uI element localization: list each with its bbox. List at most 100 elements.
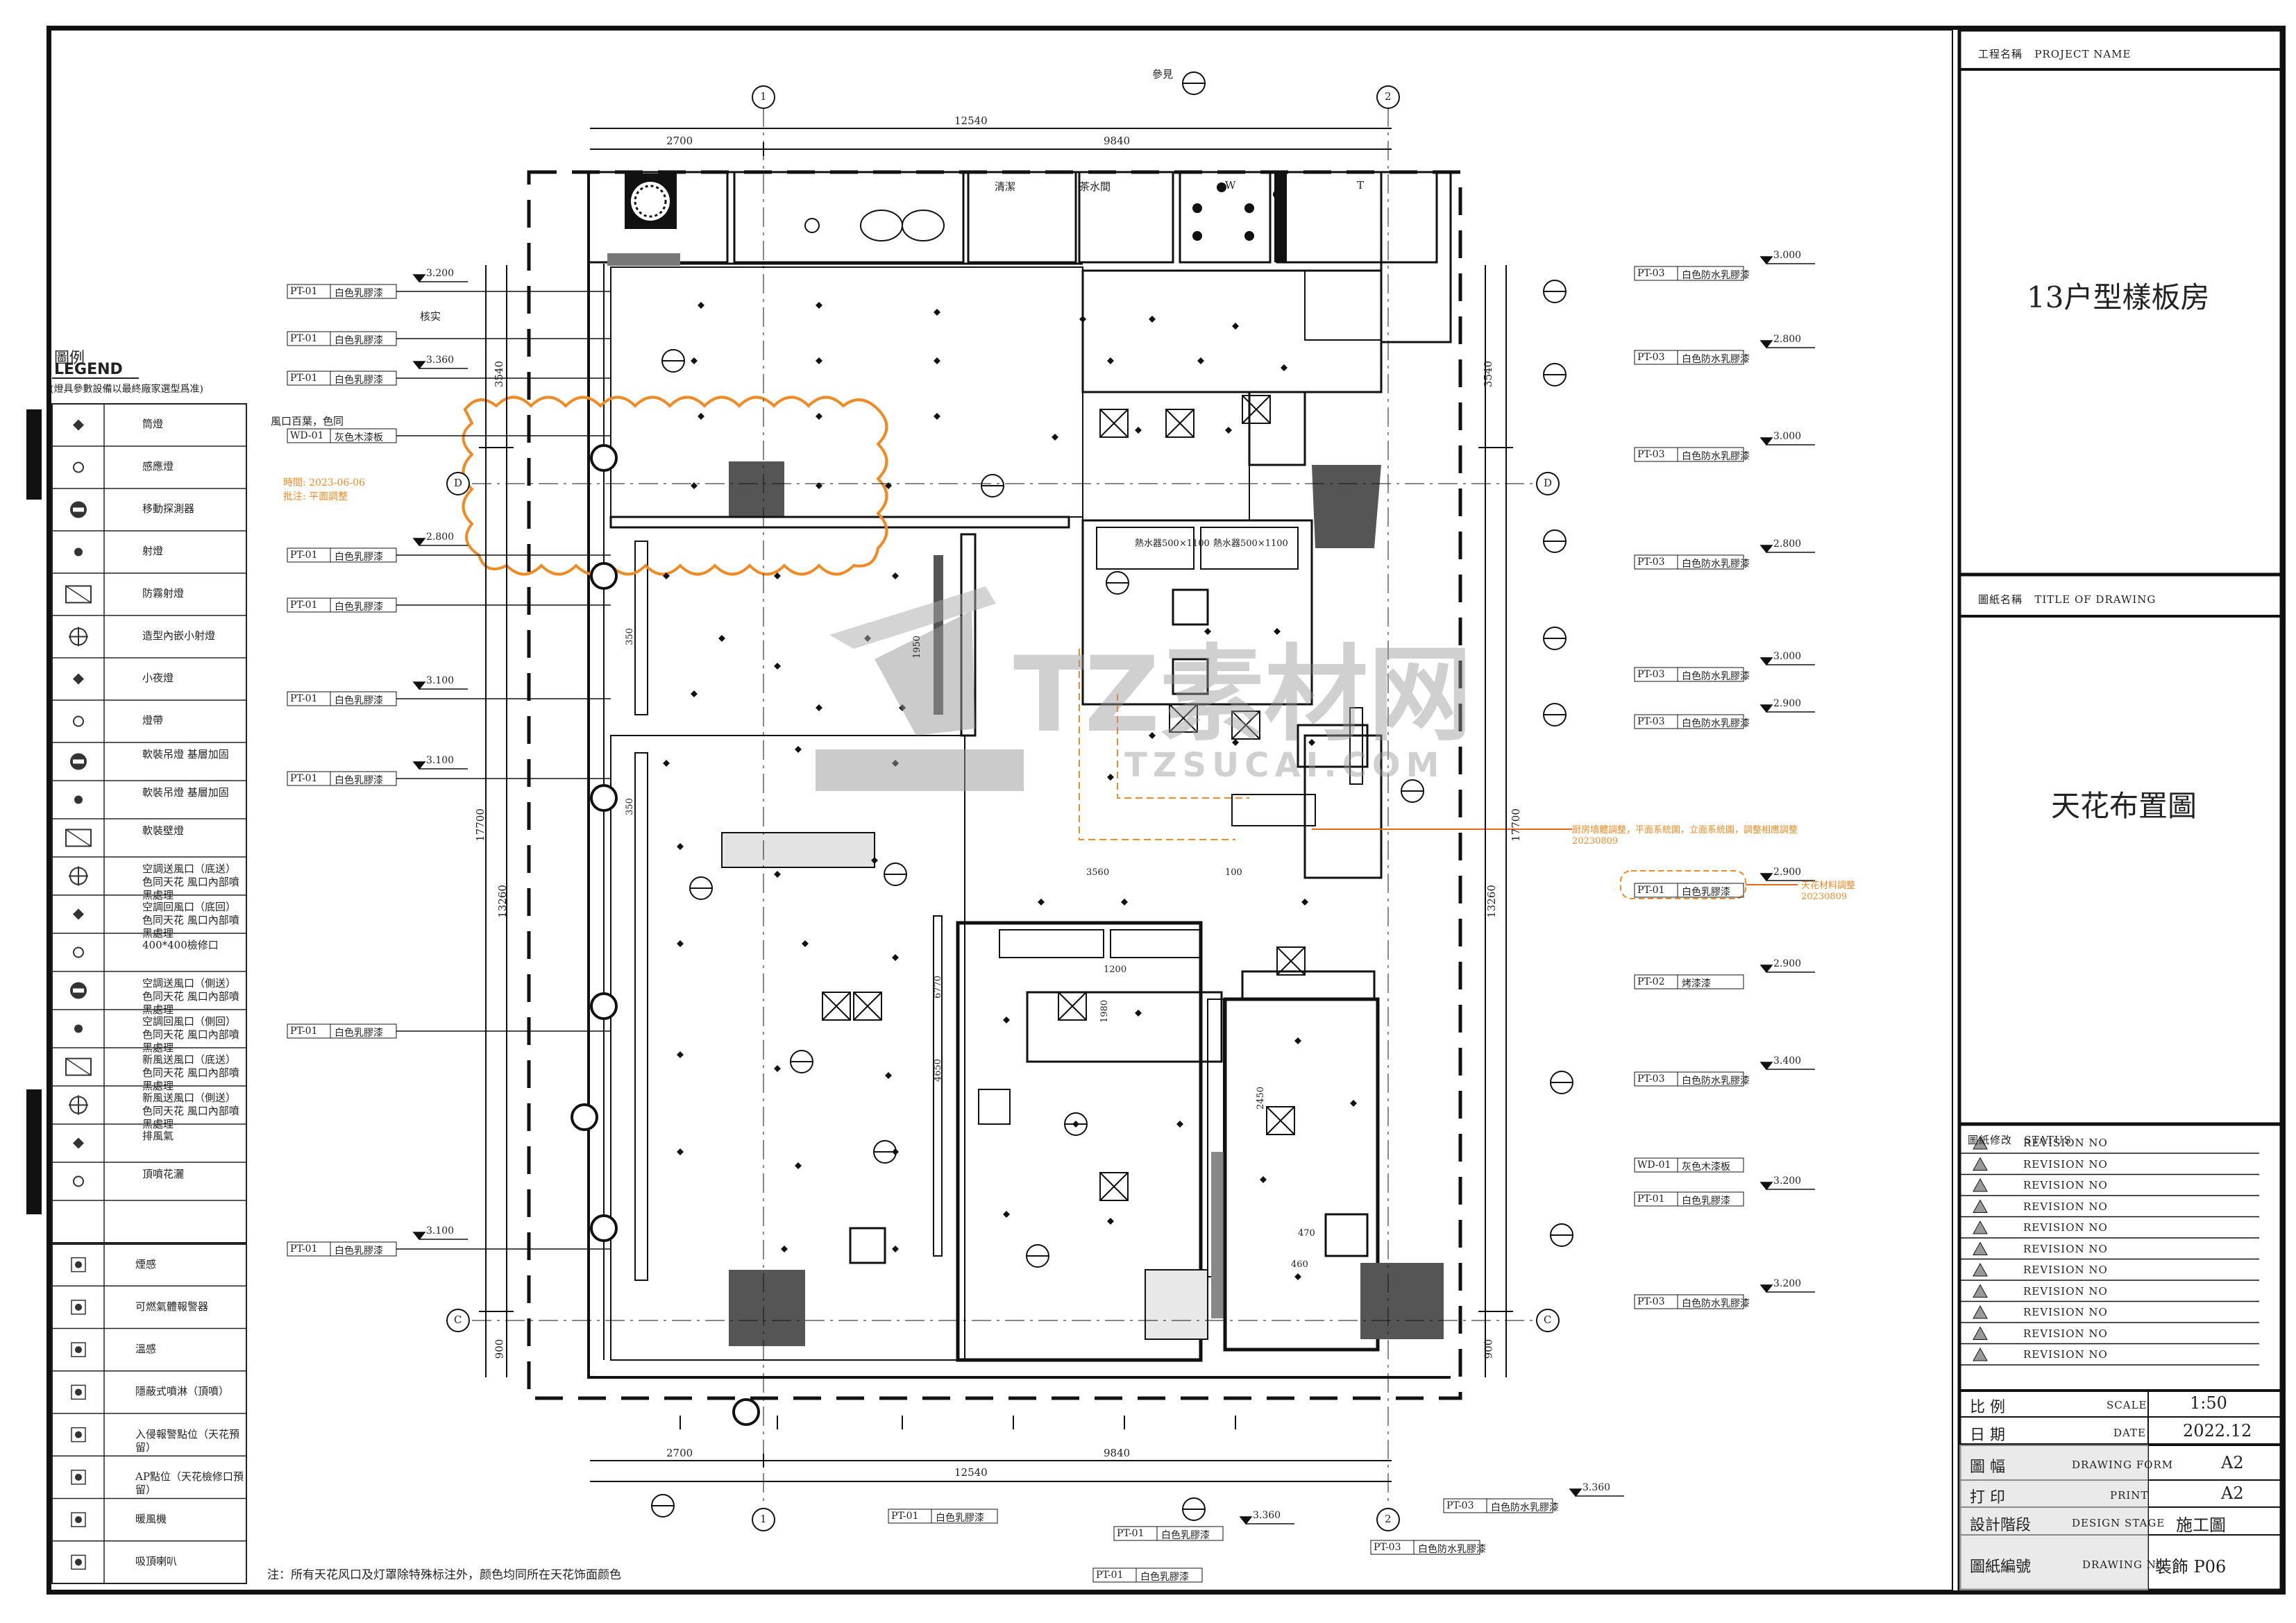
drawing-label: 圖紙名稱 TITLE OF DRAWING (1978, 592, 2156, 606)
finish-tag-code: PT-03 (1374, 1542, 1401, 1553)
legend-item-label: 造型內嵌小射燈 (142, 629, 216, 642)
revision-note-right: 厨房墙體調整，平面系統圖，立面系統圖，調整相應調整 (1572, 825, 1798, 835)
project-label-cn: 工程名稱 (1978, 48, 2023, 60)
revision-row: REVISION NO (2023, 1264, 2108, 1276)
finish-tag-desc: 白色防水乳膠漆 (1682, 718, 1750, 729)
revision-row: REVISION NO (2023, 1242, 2108, 1255)
legend-item-label: 吸頂喇叭 (135, 1555, 178, 1568)
date-value: 2022.12 (2183, 1421, 2252, 1441)
legend-item-label: 入侵報警點位（天花預留） (135, 1427, 240, 1454)
dimension-label: 1980 (1099, 999, 1111, 1023)
pendant-light-icon (70, 753, 87, 770)
motion-detector-icon (70, 501, 87, 518)
heater-icon (71, 1512, 86, 1527)
finish-tag-desc: 白色乳膠漆 (936, 1513, 984, 1524)
revision-row: REVISION NO (2023, 1221, 2108, 1234)
gas-detector-icon (71, 1300, 86, 1315)
fresh-air-side-icon (69, 1095, 88, 1115)
legend-item-label: 空調回風口（側回） 色同天花 風口內部噴黑處理 (142, 1015, 239, 1054)
ceiling-height-label: 3.360 (1582, 1482, 1611, 1493)
drawing-label-en: TITLE OF DRAWING (2034, 593, 2156, 606)
project-label-en: PROJECT NAME (2034, 48, 2132, 60)
ref-label: 參見 (1152, 68, 1174, 80)
stage-value: 施工圖 (2176, 1515, 2226, 1535)
dimension-label: 1950 (912, 635, 923, 659)
dim-top-b: 9840 (1104, 135, 1131, 147)
legend-item-label: 感應燈 (142, 460, 174, 473)
finish-tag-desc: 白色乳膠漆 (335, 335, 383, 346)
heater-label-2: 熱水器500×1100 (1213, 538, 1288, 549)
ceiling-height-label: 2.900 (1773, 698, 1802, 709)
finish-tag-desc: 白色防水乳膠漆 (1682, 354, 1750, 365)
room-label-cleaning: 清潔 (995, 180, 1016, 193)
dimension-label: 1200 (1104, 965, 1127, 975)
dimension-label: 6770 (933, 975, 944, 999)
ceiling-height-label: 3.400 (1773, 1055, 1802, 1067)
finish-tag-code: PT-01 (290, 600, 318, 611)
legend-item-label: AP點位（天花檢修口預留） (135, 1470, 244, 1496)
project-name: 13户型樣板房 (2027, 280, 2210, 314)
ceiling-height-label: 2.900 (1773, 958, 1802, 969)
title-block (1957, 28, 2284, 1592)
finish-tag-desc: 白色防水乳膠漆 (1682, 1076, 1750, 1087)
revision-row: REVISION NO (2023, 1306, 2108, 1318)
print-value: A2 (2221, 1484, 2244, 1503)
dim-left-b: 13260 (496, 885, 509, 918)
finish-tag-desc: 白色乳膠漆 (1682, 887, 1730, 898)
revision-row: REVISION NO (2023, 1179, 2108, 1191)
legend-item-label: 空調送風口（側送） 色同天花 風口內部噴黑處理 (142, 977, 239, 1016)
grid-label-d-right: D (1544, 477, 1553, 489)
finish-tag-code: PT-01 (1096, 1570, 1124, 1581)
dim-bottom-a: 2700 (666, 1447, 693, 1459)
legend-note: (燈具參數設備以最終廠家選型爲准) (50, 384, 203, 395)
dimension-label: 3560 (1086, 867, 1110, 878)
finish-tag-code: PT-03 (1446, 1500, 1474, 1511)
drawing-title: 天花布置圖 (2051, 789, 2197, 823)
legend-item-label: 小夜燈 (142, 672, 174, 684)
finish-tag-code: PT-01 (290, 286, 318, 297)
ceiling-speaker-icon (71, 1554, 86, 1570)
recessed-spotlight-icon (69, 627, 88, 647)
scale-label-cn: 比 例 (1970, 1399, 2005, 1416)
ceiling-mounted-lamp-icon (65, 829, 92, 847)
finish-tag-code: PT-01 (290, 1026, 318, 1037)
grid-label-2-bottom: 2 (1385, 1513, 1392, 1525)
finish-tag-code: PT-03 (1637, 1073, 1665, 1085)
finish-tag-desc: 白色乳膠漆 (335, 695, 383, 706)
ceiling-height-label: 2.800 (1773, 538, 1802, 550)
finish-tag-code: PT-03 (1637, 352, 1665, 363)
form-label-cn: 圖 幅 (1970, 1459, 2005, 1476)
watermark-text-cn: TZ素材网 (1013, 635, 1473, 756)
intrusion-alarm-icon (71, 1427, 86, 1443)
finish-tag-code: PT-03 (1637, 556, 1665, 568)
finish-tag-desc: 白色防水乳膠漆 (1491, 1502, 1559, 1513)
ceiling-height-label: 3.100 (426, 1225, 455, 1237)
ac-return-vent-icon (73, 908, 84, 920)
downlight-icon (73, 419, 84, 431)
grid-label-1-bottom: 1 (760, 1513, 767, 1525)
ceiling-plan (287, 71, 1815, 1583)
ceiling-height-label: 2.800 (426, 532, 455, 543)
legend-item-label: 筒燈 (142, 418, 164, 430)
room-label-pantry: 茶水間 (1079, 180, 1111, 193)
finish-tag-code: PT-01 (290, 693, 318, 704)
legend-item-label: 可燃氣體報警器 (135, 1300, 209, 1313)
dim-bottom-b: 9840 (1104, 1447, 1131, 1459)
finish-tag-desc: 白色乳膠漆 (1682, 1196, 1730, 1207)
revision-row: REVISION NO (2023, 1284, 2108, 1298)
ceiling-height-label: 3.200 (1773, 1175, 1802, 1187)
finish-tag-desc: 白色防水乳膠漆 (1682, 451, 1750, 462)
footer-note: 注：所有天花风口及灯罩除特殊标注外，颜色均同所在天花饰面颜色 (267, 1568, 621, 1582)
finish-tag-code: PT-01 (290, 550, 318, 561)
fog-spotlight-icon (65, 585, 92, 604)
legend-item-label: 煙感 (135, 1257, 157, 1271)
finish-tag-desc: 烤漆漆 (1682, 978, 1711, 989)
revision-note-right2: 天花材料調整 (1801, 881, 1856, 891)
grid-label-d-left: D (454, 477, 463, 489)
exhaust-icon (73, 1137, 84, 1149)
watermark-logo (816, 586, 1024, 791)
legend-item-label: 防霧射燈 (142, 587, 185, 600)
finish-tag-code: PT-03 (1637, 1296, 1665, 1307)
finish-tag-code: PT-01 (1637, 885, 1665, 896)
print-label-en: PRINT (2110, 1489, 2149, 1502)
